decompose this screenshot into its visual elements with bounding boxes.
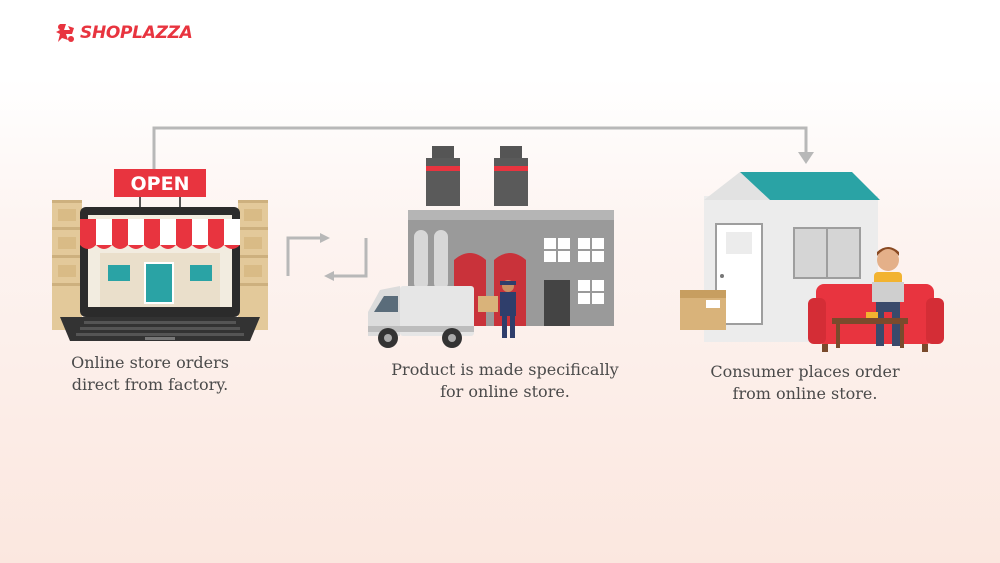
house xyxy=(704,172,880,342)
package-box xyxy=(680,290,726,330)
laptop-store-illustration: OPEN xyxy=(52,169,268,341)
delivery-van xyxy=(368,286,474,348)
open-sign: OPEN xyxy=(114,169,206,207)
consumer-figure xyxy=(872,247,904,346)
step-2-line-2: for online store. xyxy=(440,382,570,401)
factory-illustration xyxy=(368,146,614,348)
step-3-line-2: from online store. xyxy=(732,384,878,403)
shelf-boxes-left xyxy=(52,200,82,330)
shelf-boxes-right xyxy=(238,200,268,330)
worker-figure xyxy=(478,280,516,338)
step-1-line-1: Online store orders xyxy=(71,353,229,372)
exchange-arrows-icon xyxy=(286,233,368,281)
brand-logo: SHOPLAZZA xyxy=(56,22,193,44)
step-3-caption: Consumer places order from online store. xyxy=(690,361,920,405)
coffee-table xyxy=(832,310,908,348)
step-3-line-1: Consumer places order xyxy=(710,362,900,381)
open-sign-text: OPEN xyxy=(131,173,190,195)
store-awning xyxy=(80,219,240,249)
brand-name: SHOPLAZZA xyxy=(80,23,193,43)
factory-chimneys xyxy=(426,146,528,206)
shoplazza-logo-icon xyxy=(56,24,74,42)
house-consumer-illustration xyxy=(680,172,944,352)
step-1-line-2: direct from factory. xyxy=(71,375,229,394)
step-1-caption: Online store orders direct from factory. xyxy=(50,352,250,396)
step-2-caption: Product is made specifically for online … xyxy=(370,359,640,403)
step-2-line-1: Product is made specifically xyxy=(391,360,619,379)
